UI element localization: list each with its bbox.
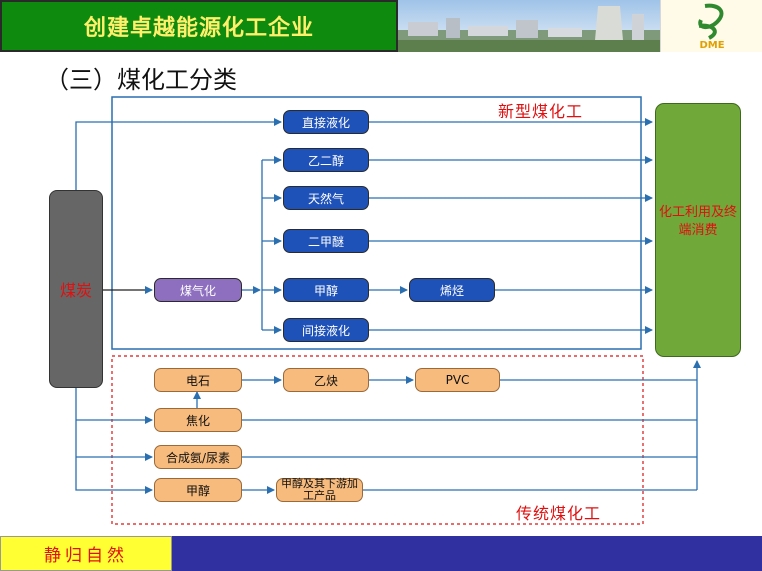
pvc-node: PVC bbox=[415, 368, 500, 392]
direct-liquefaction-node: 直接液化 bbox=[283, 110, 369, 134]
new-coal-chemical-frame bbox=[111, 96, 642, 350]
banner-title: 创建卓越能源化工企业 bbox=[0, 0, 398, 52]
methanol-node: 甲醇 bbox=[283, 278, 369, 302]
natural-gas-node: 天然气 bbox=[283, 186, 369, 210]
ammonia-urea-node: 合成氨/尿素 bbox=[154, 445, 242, 469]
calcium-carbide-node: 电石 bbox=[154, 368, 242, 392]
indirect-liquefaction-node: 间接液化 bbox=[283, 318, 369, 342]
traditional-methanol-node: 甲醇 bbox=[154, 478, 242, 502]
coking-node: 焦化 bbox=[154, 408, 242, 432]
new-coal-chemical-label: 新型煤化工 bbox=[498, 102, 584, 121]
olefin-node: 烯烃 bbox=[409, 278, 495, 302]
coal-node: 煤炭 bbox=[49, 190, 103, 388]
acetylene-node: 乙炔 bbox=[283, 368, 369, 392]
end-use-node: 化工利用及终端消费 bbox=[655, 103, 741, 357]
company-logo: DME bbox=[660, 0, 762, 52]
traditional-coal-chemical-label: 传统煤化工 bbox=[516, 504, 602, 523]
industrial-plant-image bbox=[398, 0, 660, 52]
banner-photo bbox=[398, 0, 660, 52]
section-heading: （三）煤化工分类 bbox=[45, 66, 237, 94]
traditional-coal-chemical-frame bbox=[111, 355, 644, 525]
dme-logo-icon: DME bbox=[698, 3, 725, 51]
logo-text: DME bbox=[699, 40, 724, 51]
footer-bar bbox=[172, 536, 762, 571]
ethylene-glycol-node: 乙二醇 bbox=[283, 148, 369, 172]
methanol-downstream-node: 甲醇及其下游加工产品 bbox=[276, 478, 363, 502]
gasification-node: 煤气化 bbox=[154, 278, 242, 302]
dimethyl-ether-node: 二甲醚 bbox=[283, 229, 369, 253]
footer-slogan: 静归自然 bbox=[0, 536, 172, 571]
